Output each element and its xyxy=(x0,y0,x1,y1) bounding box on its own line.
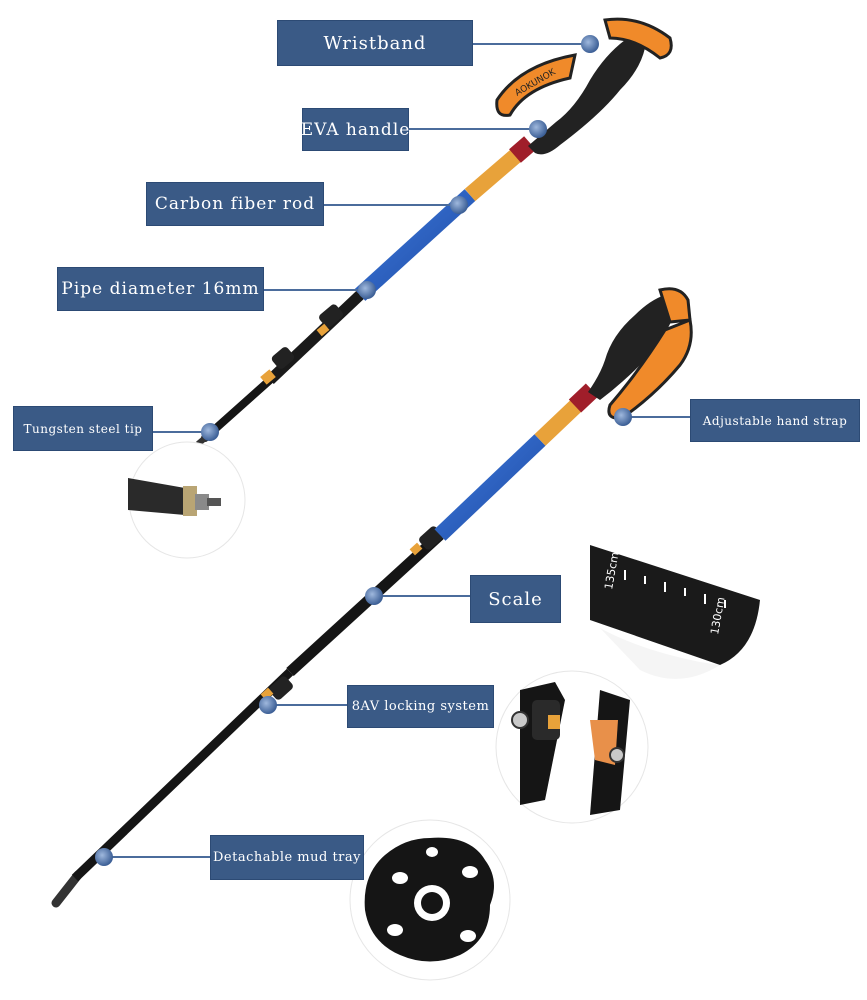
label-8av-locking-system: 8AV locking system xyxy=(347,685,494,728)
dot-locking-system xyxy=(259,696,277,714)
leader-lines xyxy=(104,43,690,858)
dot-scale xyxy=(365,587,383,605)
dot-mud-tray xyxy=(95,848,113,866)
pole2-lock-clip-upper xyxy=(419,526,443,550)
dot-wristband xyxy=(581,35,599,53)
scale-mark-lower: 130cm xyxy=(708,596,727,635)
pole1-lock-orange-1 xyxy=(260,369,276,385)
pole1-lock-clip-lower xyxy=(271,347,295,369)
pole2-eva-grip xyxy=(588,295,675,400)
pole1-blue-section xyxy=(354,189,476,301)
label-eva-handle: EVA handle xyxy=(301,108,409,151)
callout-dots xyxy=(95,35,632,866)
dot-carbon-rod xyxy=(450,196,468,214)
scale-mark-upper: 135cm xyxy=(602,551,621,590)
pole1-red-band xyxy=(509,136,536,163)
label-carbon-fiber-rod: Carbon fiber rod xyxy=(146,182,324,226)
pole1-wrist-strap xyxy=(495,53,577,117)
dot-tungsten-tip xyxy=(201,423,219,441)
inset-mud-tray xyxy=(349,819,511,981)
dot-eva-handle xyxy=(529,120,547,138)
pole2-orange-section xyxy=(534,396,586,446)
pole2-lock-orange-1 xyxy=(409,542,423,556)
label-pipe-diameter: Pipe diameter 16mm xyxy=(57,267,264,311)
pole1-lock-orange-2 xyxy=(316,323,330,337)
pole2-blue-section xyxy=(434,434,546,541)
pole1-eva-grip xyxy=(528,38,645,155)
pole2-lower-section xyxy=(71,668,294,882)
pole1-strap-top xyxy=(603,17,673,60)
pole2-middle-section xyxy=(286,530,444,677)
dot-pipe-diameter xyxy=(358,281,376,299)
pole1-orange-section xyxy=(464,145,526,202)
label-detachable-mud-tray: Detachable mud tray xyxy=(210,835,364,880)
inset-tungsten-tip xyxy=(128,441,246,559)
pole2-strap-top xyxy=(658,287,692,324)
trekking-pole-2 xyxy=(51,287,693,908)
label-tungsten-steel-tip: Tungsten steel tip xyxy=(13,406,153,451)
label-scale: Scale xyxy=(470,575,561,623)
trekking-pole-1: AOKUNOK xyxy=(196,17,673,447)
inset-scale: 135cm 130cm xyxy=(590,545,760,679)
pole1-lock-clip-upper xyxy=(319,304,343,328)
label-adjustable-hand-strap: Adjustable hand strap xyxy=(690,399,860,442)
pole2-lock-clip-lower xyxy=(269,676,293,700)
label-wristband: Wristband xyxy=(277,20,473,66)
dot-hand-strap xyxy=(614,408,632,426)
pole2-tip xyxy=(51,870,83,908)
inset-locking-system xyxy=(495,670,649,824)
